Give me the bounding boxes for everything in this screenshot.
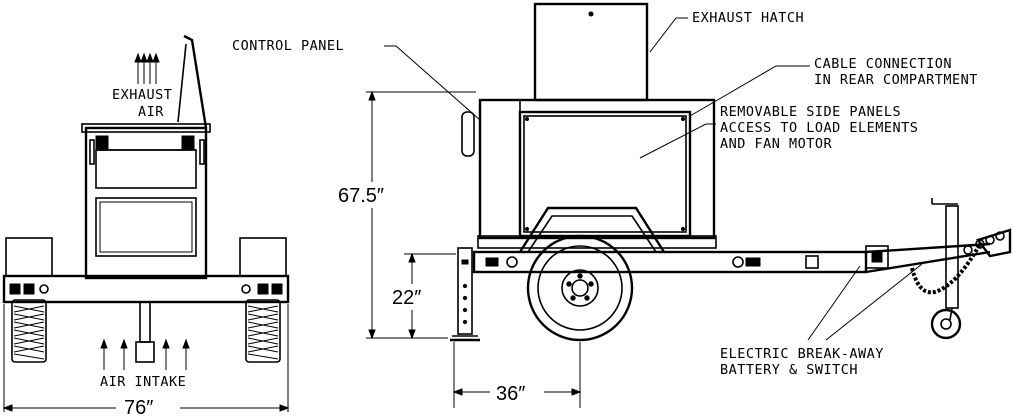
exhaust-air-label-1: EXHAUST	[112, 87, 172, 103]
height-dimension: 67.5″	[338, 185, 384, 207]
front-axle-beam	[2, 274, 290, 304]
wheel-hub	[561, 269, 599, 307]
control-panel-label: CONTROL PANEL	[232, 38, 344, 54]
side-cabinet	[478, 98, 716, 240]
right-latch	[181, 135, 195, 151]
front-exhaust-hatch	[183, 34, 208, 129]
removable-side-panel	[518, 110, 692, 238]
wheel-to-jack-dimension: 36″	[496, 383, 525, 405]
breakaway-label-2: BATTERY & SWITCH	[720, 362, 858, 378]
rear-jack	[457, 247, 473, 335]
right-fender	[239, 237, 287, 277]
side-view: 67.5″ 22″ 36″	[338, 2, 1012, 408]
control-panel-leader	[384, 45, 481, 121]
cable-connection-label-2: IN REAR COMPARTMENT	[814, 72, 978, 88]
air-intake-label: AIR INTAKE	[100, 374, 186, 390]
front-upper-panel	[95, 149, 197, 189]
hitch-coupler	[976, 228, 1012, 258]
cable-box	[865, 245, 889, 269]
right-marker-light	[257, 283, 269, 295]
side-fender	[518, 206, 666, 253]
panels-leader	[639, 123, 716, 159]
left-latch	[95, 135, 109, 151]
left-fender	[5, 237, 53, 277]
width-dimension: 76″	[124, 397, 153, 416]
left-tire	[11, 299, 47, 363]
cable-connection-label-1: CABLE CONNECTION	[814, 56, 952, 72]
side-panels-label-3: AND FAN MOTOR	[720, 136, 833, 152]
cable-leader	[689, 65, 810, 117]
right-tire	[245, 299, 281, 363]
breakaway-leader-1	[807, 265, 861, 341]
exhaust-air-label-2: AIR	[138, 104, 164, 120]
front-view: EXHAUST AIR AIR INTAKE 76″	[2, 34, 290, 416]
front-lower-panel	[95, 197, 197, 257]
exhaust-hatch	[533, 2, 649, 102]
wheel	[526, 234, 634, 342]
exhaust-hatch-label: EXHAUST HATCH	[692, 10, 804, 26]
front-jack	[139, 301, 151, 343]
front-cabinet	[84, 126, 208, 280]
left-marker-light	[9, 283, 21, 295]
side-handle	[461, 111, 475, 157]
side-panels-label-2: ACCESS TO LOAD ELEMENTS	[720, 120, 918, 136]
exhaust-hatch-leader	[649, 17, 688, 53]
jack-caster	[930, 308, 962, 340]
breakaway-label-1: ELECTRIC BREAK-AWAY	[720, 346, 884, 362]
air-intake-arrows	[100, 338, 190, 370]
breakaway-leader-2	[825, 263, 923, 341]
exhaust-air-arrows	[134, 52, 160, 84]
side-panels-label-1: REMOVABLE SIDE PANELS	[720, 104, 901, 120]
frame-height-dimension: 22″	[392, 287, 421, 309]
